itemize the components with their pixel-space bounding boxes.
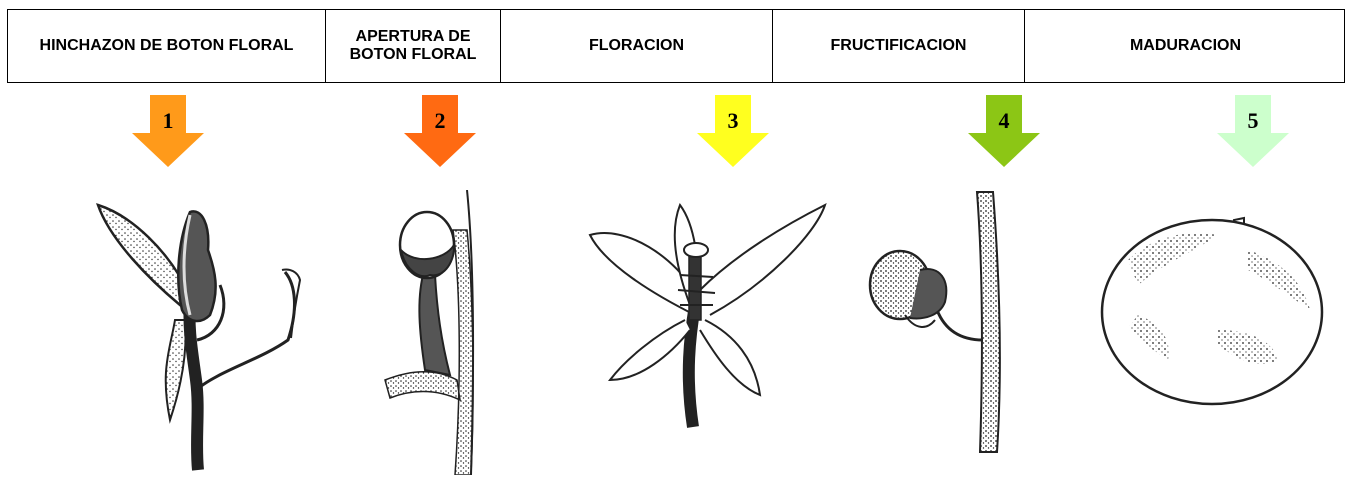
- stage-title-5: MADURACION: [1129, 37, 1242, 54]
- stage-arrow-1: 1: [132, 95, 204, 167]
- arrow-shape-5: [1217, 95, 1289, 167]
- stage-arrow-3: 3: [697, 95, 769, 167]
- stage-title-4: FRUCTIFICACION: [773, 10, 1025, 82]
- arrow-shape-1: [132, 95, 204, 167]
- stage-number-5: 5: [1248, 108, 1259, 133]
- stage-arrow-4: 4: [968, 95, 1040, 167]
- stage-number-2: 2: [435, 108, 446, 133]
- stages-header-table: HINCHAZON DE BOTON FLORAL APERTURA DE BO…: [7, 9, 1345, 83]
- stage-title-3: FLORACION: [501, 10, 773, 82]
- stage-number-1: 1: [163, 108, 174, 133]
- arrow-shape-2: [404, 95, 476, 167]
- stage-number-3: 3: [728, 108, 739, 133]
- stage-arrow-5: 5: [1217, 95, 1289, 167]
- arrow-shape-4: [968, 95, 1040, 167]
- young-fruit-icon: [868, 191, 1001, 453]
- flower-icon: [588, 202, 827, 428]
- stage-arrow-2: 2: [404, 95, 476, 167]
- opening-bud-icon: [384, 190, 475, 475]
- stage-title-1: HINCHAZON DE BOTON FLORAL: [8, 10, 326, 82]
- stage-title-2: APERTURA DE BOTON FLORAL: [326, 10, 501, 82]
- swollen-bud-icon: [96, 203, 302, 471]
- stage-number-4: 4: [999, 108, 1010, 133]
- arrow-shape-3: [697, 95, 769, 167]
- ripe-fruit-icon: [1100, 216, 1324, 406]
